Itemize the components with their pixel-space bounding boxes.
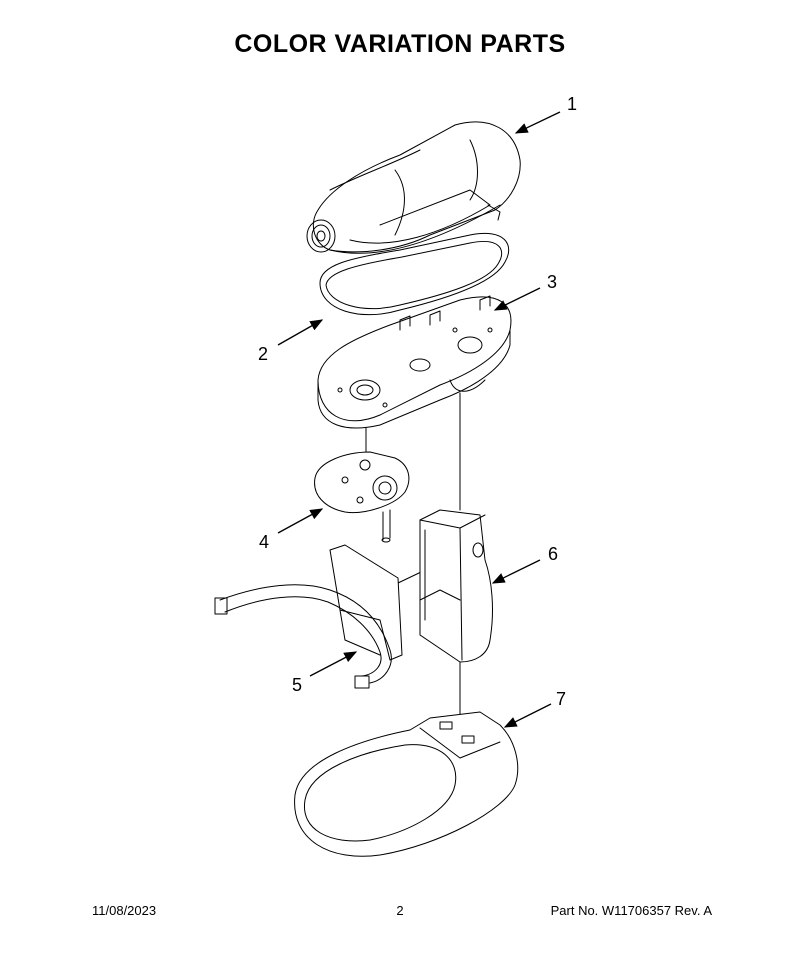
callout-3: 3 xyxy=(547,272,557,292)
page-title: COLOR VARIATION PARTS xyxy=(234,30,566,58)
footer-date: 11/08/2023 xyxy=(92,903,157,918)
part-6-column xyxy=(419,509,493,663)
callout-1: 1 xyxy=(567,94,577,114)
footer-part-number: Part No. W11706357 Rev. A xyxy=(550,903,712,918)
part-1-motor-housing xyxy=(306,121,521,254)
callout-arrows xyxy=(277,111,561,728)
callout-6: 6 xyxy=(548,544,558,564)
callout-2: 2 xyxy=(258,344,268,364)
part-3-gear-housing xyxy=(317,295,512,429)
callout-5: 5 xyxy=(292,675,302,695)
callout-7: 7 xyxy=(556,689,566,709)
part-4-planetary-plate xyxy=(314,451,410,543)
part-2-trim-band xyxy=(319,233,510,316)
callout-4: 4 xyxy=(259,532,269,552)
part-7-base xyxy=(294,711,519,857)
part-5-bowl-bracket xyxy=(214,544,403,689)
footer-page-number: 2 xyxy=(396,903,404,918)
